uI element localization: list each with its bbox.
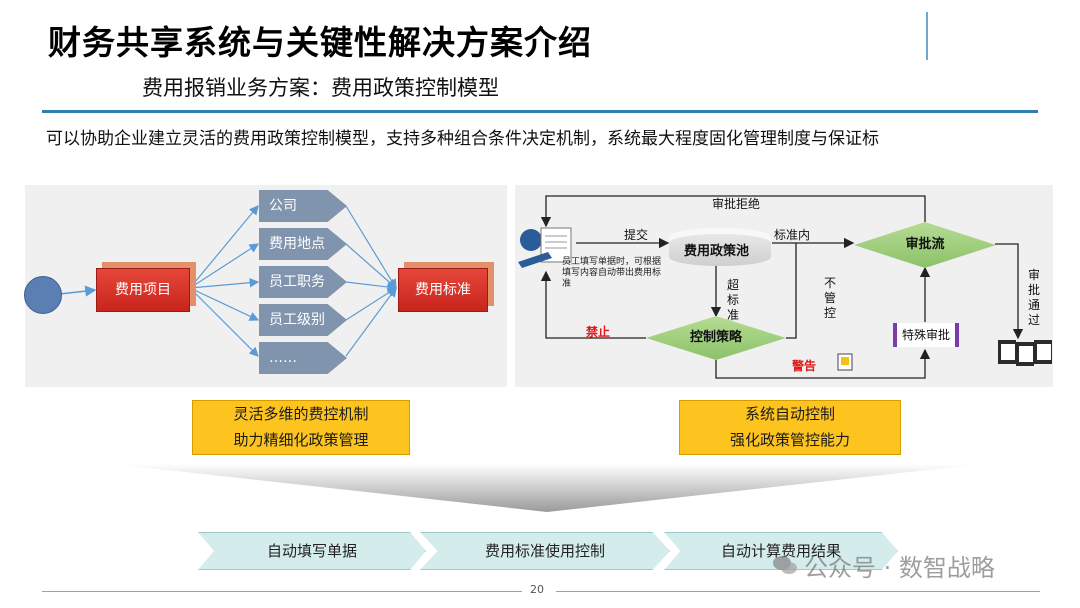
right-diagram-panel (515, 185, 1053, 387)
start-arrow (59, 285, 97, 297)
page-title: 财务共享系统与关键性解决方案介绍 (48, 23, 592, 62)
approved-label: 审批通过 (1028, 268, 1041, 327)
expense-item-box: 费用项目 (96, 268, 190, 312)
warn-label: 警告 (792, 359, 817, 373)
forbid-label: 禁止 (586, 325, 611, 339)
special-approval-box: 特殊审批 (893, 323, 959, 347)
employee-note: 员工填写单据时，可根据填写内容自动带出费用标准 (562, 257, 662, 289)
footer-line-left (42, 591, 522, 592)
employee-icon (518, 227, 572, 268)
right-caption-line2: 强化政策管控能力 (729, 431, 850, 449)
condition-location: 费用地点 (259, 228, 347, 260)
wechat-logo-icon (773, 556, 797, 574)
policy-pool-cylinder (669, 228, 771, 266)
page-number: 20 (530, 583, 544, 596)
approved-documents-icon (998, 340, 1052, 366)
left-caption: 灵活多维的费控机制 助力精细化政策管理 (192, 400, 410, 455)
footer-line-right (556, 591, 1040, 592)
step-auto-fill: 自动填写单据 (198, 532, 426, 570)
right-caption: 系统自动控制 强化政策管控能力 (679, 400, 901, 455)
page-subtitle: 费用报销业务方案：费用政策控制模型 (142, 76, 499, 100)
header-rule (42, 110, 1038, 113)
step-standard-control: 费用标准使用控制 (420, 532, 670, 570)
watermark-text: 公众号 · 数智战略 (804, 554, 995, 582)
exceed-standard-label: 超标准 (727, 278, 740, 322)
submit-label: 提交 (624, 228, 649, 242)
condition-position: 员工职务 (259, 266, 347, 298)
condition-level: 员工级别 (259, 304, 347, 336)
condition-more: …… (259, 342, 347, 374)
left-caption-line2: 助力精细化政策管理 (233, 431, 369, 449)
reject-label: 审批拒绝 (712, 197, 761, 211)
warning-icon (837, 353, 853, 371)
left-caption-line1: 灵活多维的费控机制 (233, 405, 369, 423)
right-caption-line1: 系统自动控制 (744, 405, 835, 423)
policy-pool-label: 费用政策池 (684, 244, 750, 259)
condition-company: 公司 (259, 190, 347, 222)
no-control-label: 不管控 (824, 276, 837, 320)
within-standard-label: 标准内 (774, 228, 811, 242)
intro-text: 可以协助企业建立灵活的费用政策控制模型，支持多种组合条件决定机制，系统最大程度固… (46, 129, 879, 149)
start-node (24, 276, 62, 314)
expense-standard-box: 费用标准 (398, 268, 488, 312)
header-divider (926, 12, 928, 60)
